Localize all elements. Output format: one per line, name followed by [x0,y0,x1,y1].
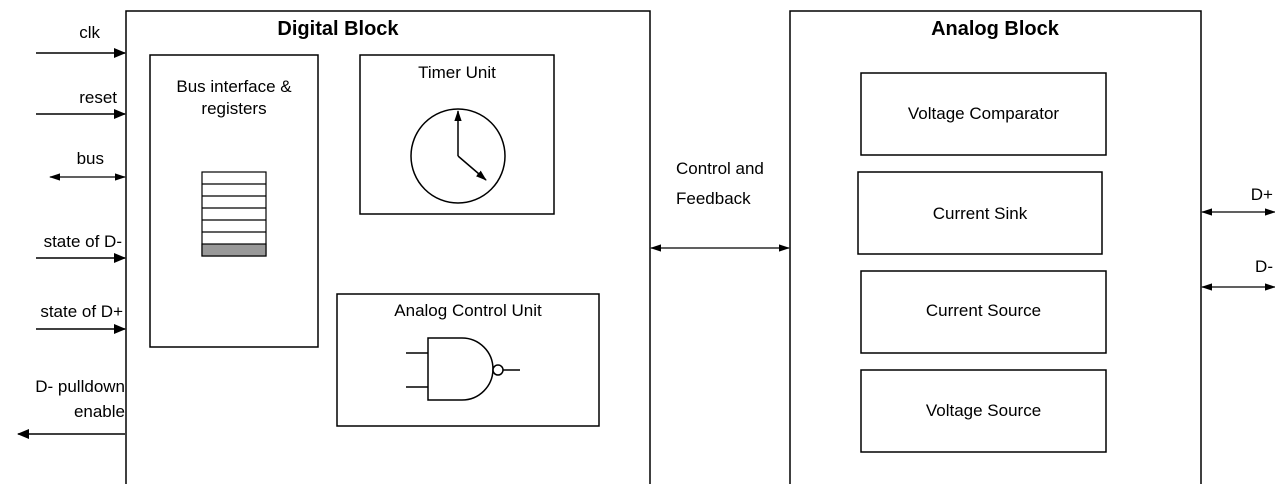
analog-control-unit-label: Analog Control Unit [394,301,542,320]
voltage-comparator-label: Voltage Comparator [907,104,1060,123]
analog-control-unit-box [336,293,600,427]
clock-icon [410,108,506,204]
dminus-label: D- [1255,257,1273,276]
bus-interface-label-line1: Bus interface & [176,77,292,96]
digital-block [125,10,651,484]
pulldown-label-line2: enable [73,402,125,421]
state-dplus-label: state of D+ [40,302,123,321]
analog-block-title: Analog Block [931,18,1059,40]
state-dminus-label: state of D- [43,232,122,251]
dplus-label: D+ [1250,185,1273,204]
reset-label: reset [79,88,117,107]
control-feedback-label-line1: Control and [676,159,764,178]
nand-gate-icon [406,337,520,401]
voltage-comparator-box [860,72,1107,156]
current-sink-box [857,171,1103,255]
digital-block-title: Digital Block [277,18,399,40]
current-sink-label: Current Sink [932,204,1028,223]
timer-unit-label: Timer Unit [418,63,496,82]
bus-label: bus [76,149,104,168]
current-source-box [860,270,1107,354]
pulldown-label-line1: D- pulldown [35,377,125,396]
control-feedback-label-line2: Feedback [676,189,751,208]
clk-label: clk [79,23,100,42]
register-stack-icon [201,171,267,257]
timer-unit-box [359,54,555,215]
voltage-source-label: Voltage Source [925,401,1042,420]
bus-interface-box [149,54,319,348]
current-source-label: Current Source [925,301,1042,320]
bus-interface-label-line2: registers [201,99,267,118]
voltage-source-box [860,369,1107,453]
analog-block [789,10,1202,484]
